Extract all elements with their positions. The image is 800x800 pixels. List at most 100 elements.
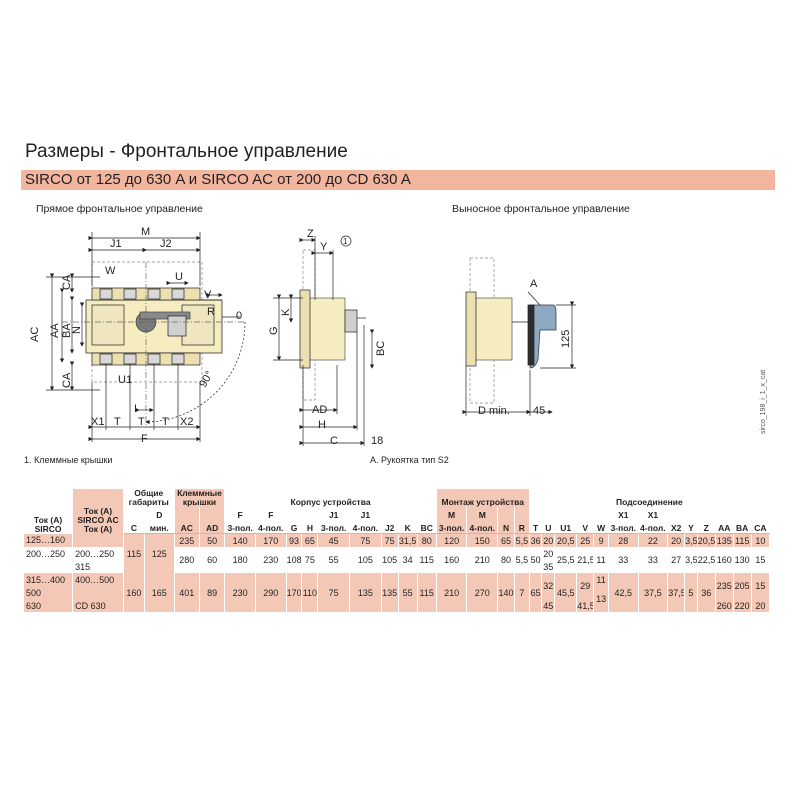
table-cell: 3-пол. [608,520,639,534]
table-cell [751,507,771,520]
table-cell: 235 [715,573,734,599]
table-cell: 22,5 [697,547,716,573]
table-cell: 130 [733,547,752,573]
table-cell: 33 [638,547,669,573]
table-cell: 170 [255,533,287,547]
table-cell: 20,5 [697,533,716,547]
table-cell [417,507,437,520]
label-U: U [175,271,183,283]
hdr-F4: F [255,507,287,520]
table-cell: 210 [466,547,499,573]
hdr-J14: J1 [349,507,382,520]
table-cell: 20 [751,599,771,612]
table-cell: 115 [417,573,437,612]
table-cell: AA [715,520,734,534]
table-cell: 27 [667,547,686,573]
subtitle-band: SIRCO от 125 до 630 A и SIRCO AC от 200 … [21,170,775,190]
table-cell [593,507,609,520]
table-cell [123,507,146,520]
table-cell: 11 [593,573,609,586]
hdr-mounting: Монтаж устройства [436,489,530,507]
table-cell: 140 [224,533,256,547]
side-view-labels: Z Y 1 G K BC AD H C 18 [268,228,387,447]
table-cell [286,507,303,520]
table-cell: X2 [667,520,686,534]
table-cell: W [593,520,609,534]
label-18: 18 [371,435,383,447]
table-cell [497,507,515,520]
table-cell: AD [199,520,226,534]
table-cell: 80 [417,533,437,547]
table-cell [733,507,752,520]
table-cell: 160 [436,547,468,573]
table-cell: 25,5 [554,547,578,573]
table-cell [576,507,595,520]
table-cell: 230 [255,547,287,573]
label-H: H [318,419,326,431]
label-BA: BA [61,323,73,338]
table-cell: 400…500 [72,573,124,586]
table-cell: 3-пол. [317,520,351,534]
label-J1: J1 [110,238,122,250]
label-C: C [330,435,338,447]
table-cell: 5,5 [514,533,530,547]
table-cell: 10 [751,533,771,547]
table-cell: мин. [144,520,175,534]
table-cell: 37,5 [638,573,669,612]
table-cell: Y [684,520,698,534]
label-K: K [280,308,292,316]
label-A: A [530,278,538,290]
hdr-F3: F [224,507,256,520]
table-cell [697,507,716,520]
table-cell: 200…250 [24,547,74,560]
table-cell: U [541,520,556,534]
table-row: 315 35 [24,560,770,573]
table-cell: R [514,520,530,534]
table-cell: 22 [638,533,669,547]
hdr-overall: Общие габариты [123,489,175,507]
label-AC: AC [29,327,41,342]
table-cell: 75 [301,547,319,573]
footnote-handle: A. Рукоятка тип S2 [370,455,449,465]
table-cell: 260 [715,599,734,612]
label-M: M [141,226,150,238]
label-note-1: 1 [343,237,348,246]
table-cell: 160 [123,573,146,612]
table-cell [174,507,200,520]
table-row: 500 13 [24,586,770,612]
table-cell: 9 [593,533,609,547]
table-cell: 75 [381,533,399,547]
table-cell: BC [417,520,437,534]
table-cell: 3-пол. [436,520,468,534]
label-AD: AD [312,404,327,416]
table-cell: 55 [317,547,351,573]
table-cell: 4-пол. [466,520,499,534]
table-cell: 50 [199,533,226,547]
table-cell [684,507,698,520]
label-U1: U1 [118,374,132,386]
label-D-min: D min. [478,405,510,417]
table-cell: 93 [286,533,303,547]
table-cell: 230 [224,573,256,612]
front-view-drawing [46,232,246,442]
table-cell: 210 [436,573,468,612]
table-cell: CA [751,520,771,534]
dimension-drawings: M J1 J2 W U V R 0 CA AC AA BA N CA U1 90… [29,226,576,447]
table-cell: 280 [174,547,200,573]
table-cell: 65 [301,533,319,547]
label-Y: Y [320,241,328,253]
table-cell: 105 [349,547,382,573]
table-cell: 135 [381,573,399,612]
table-cell: 32 [541,573,556,599]
table-cell: 4-пол. [349,520,382,534]
table-cell: 7 [514,573,530,612]
table-cell: 160 [715,547,734,573]
table-cell: N [497,520,515,534]
label-zero: 0 [236,310,242,322]
dimensions-table: Ток (A) SIRCO Ток (A) SIRCO AC Ток (A) О… [24,489,771,612]
label-F: F [141,433,148,445]
